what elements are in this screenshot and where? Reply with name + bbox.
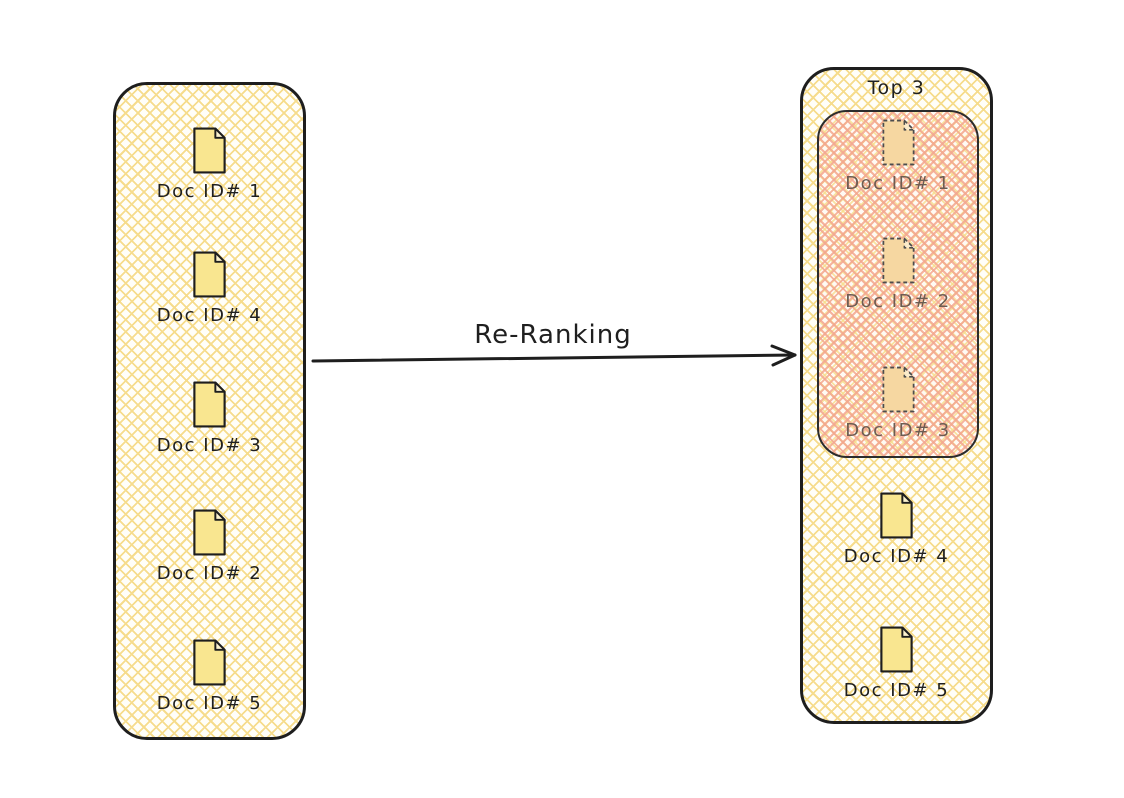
doc-item: Doc ID# 2 [819,236,977,312]
document-icon [877,491,916,540]
doc-label: Doc ID# 2 [156,563,263,584]
doc-label: Doc ID# 1 [156,181,263,202]
document-icon [190,380,229,429]
retrieved-docs-panel: Doc ID# 1 Doc ID# 4 Doc ID# 3 [113,82,306,740]
top3-group: Doc ID# 1 Doc ID# 2 Do [817,110,979,458]
doc-label: Doc ID# 5 [156,693,263,714]
doc-label: Doc ID# 3 [156,435,263,456]
reranked-docs-panel: Top 3 Doc ID# 1 Doc ID# [800,67,993,724]
document-icon-dashed [879,365,918,414]
doc-item: Doc ID# 5 [116,638,303,714]
document-icon-dashed [879,236,918,285]
arrow-label: Re-Ranking [474,320,632,350]
doc-item: Doc ID# 1 [819,118,977,194]
document-icon-dashed [879,118,918,167]
doc-item: Doc ID# 4 [803,491,990,567]
document-icon [190,638,229,687]
doc-label: Doc ID# 1 [845,173,951,194]
doc-item: Doc ID# 5 [803,625,990,701]
doc-label: Doc ID# 4 [843,546,950,567]
document-icon [190,250,229,299]
doc-item: Doc ID# 2 [116,508,303,584]
doc-item: Doc ID# 4 [116,250,303,326]
top3-label: Top 3 [867,77,926,99]
document-icon [877,625,916,674]
doc-item: Doc ID# 3 [116,380,303,456]
document-icon [190,126,229,175]
arrow-head-icon [770,344,797,367]
doc-item: Doc ID# 1 [116,126,303,202]
document-icon [190,508,229,557]
doc-label: Doc ID# 2 [845,291,951,312]
doc-label: Doc ID# 4 [156,305,263,326]
doc-item: Doc ID# 3 [819,365,977,441]
doc-label: Doc ID# 3 [845,420,951,441]
doc-label: Doc ID# 5 [843,680,950,701]
arrow-shaft [311,353,797,363]
